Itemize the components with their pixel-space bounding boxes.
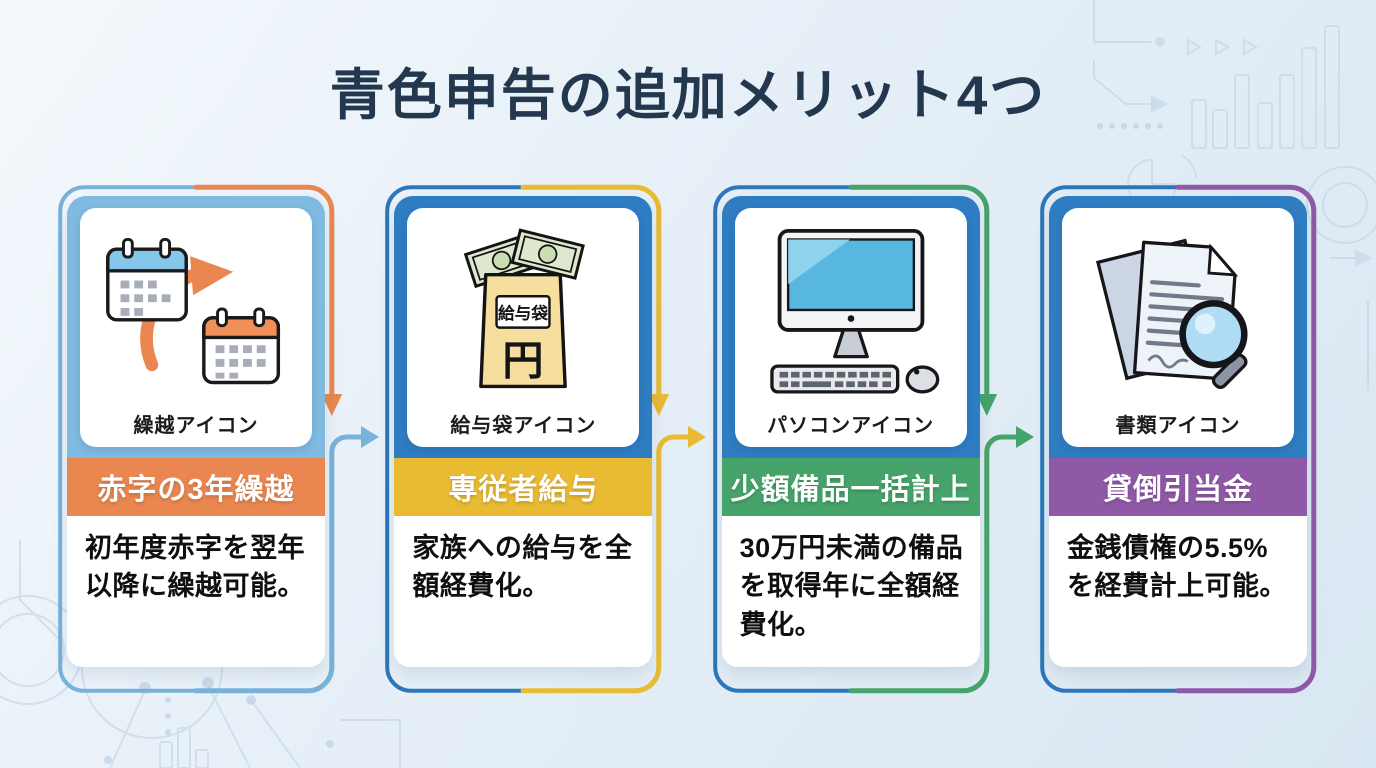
- pay-envelope-icon: 給与袋 円: [464, 227, 586, 388]
- benefit-description: 初年度赤字を翌年以降に繰越可能。: [67, 516, 325, 667]
- icon-panel: パソコンアイコン: [734, 208, 967, 447]
- carryover-calendar-icon: [106, 237, 281, 384]
- benefit-banner: 赤字の3年繰越: [67, 458, 325, 516]
- benefit-card-carryover: 繰越アイコン 赤字の3年繰越 初年度赤字を翌年以降に繰越可能。: [58, 184, 379, 694]
- benefit-description: 30万円未満の備品を取得年に全額経費化。: [721, 516, 980, 667]
- banknote: [510, 227, 586, 280]
- magnifier: [1179, 299, 1248, 389]
- blue-calendar: [106, 237, 188, 321]
- benefit-banner: 貸倒引当金: [1048, 458, 1307, 516]
- icon-label: 繰越アイコン: [133, 415, 259, 437]
- benefit-card-bad-debt-reserve: 書類アイコン 貸倒引当金 金銭債権の5.5%を経費計上可能。: [1040, 184, 1317, 694]
- documents-icon: [1095, 238, 1248, 389]
- computer-icon: [769, 228, 939, 394]
- envelope-label-text: 給与袋: [498, 302, 548, 322]
- benefit-description: 金銭債権の5.5%を経費計上可能。: [1048, 516, 1307, 667]
- mouse: [905, 364, 939, 394]
- benefit-banner: 少額備品一括計上: [721, 458, 980, 516]
- yen-symbol-text: 円: [503, 337, 544, 383]
- icon-panel: 給与袋 円 給与袋アイコン: [407, 208, 640, 447]
- benefit-description: 家族への給与を全額経費化。: [394, 516, 653, 667]
- icon-label: 書類アイコン: [1115, 415, 1241, 437]
- keyboard: [769, 363, 899, 394]
- page-title: 青色申告の追加メリット4つ: [329, 64, 1047, 126]
- benefit-cards-row: 繰越アイコン 赤字の3年繰越 初年度赤字を翌年以降に繰越可能。: [58, 184, 1317, 694]
- icon-label: 給与袋アイコン: [450, 415, 597, 437]
- benefit-card-small-equipment: パソコンアイコン 少額備品一括計上 30万円未満の備品を取得年に全額経費化。: [712, 184, 1034, 694]
- icon-panel: 繰越アイコン: [80, 208, 312, 447]
- icon-label: パソコンアイコン: [767, 415, 935, 437]
- icon-panel: 書類アイコン: [1061, 208, 1294, 447]
- benefit-banner: 専従者給与: [394, 458, 653, 516]
- benefit-card-family-salary: 給与袋 円 給与袋アイコン 専従者給与 家族への給与を全額経費化。: [385, 184, 707, 694]
- orange-calendar: [202, 307, 281, 384]
